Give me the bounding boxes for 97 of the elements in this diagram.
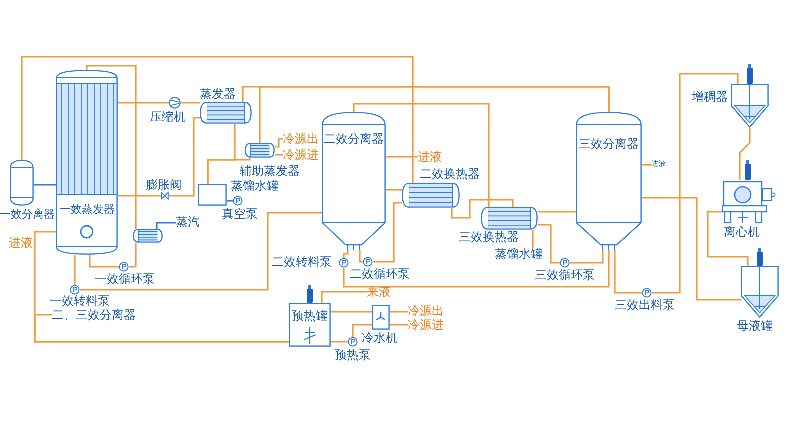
- pipe-line: [707, 211, 749, 266]
- equipment-label: 一效蒸发器: [60, 205, 115, 216]
- equipment-label: 辅助蒸发器: [240, 165, 300, 177]
- pipe-line: [532, 230, 534, 248]
- pump-symbol: [119, 262, 129, 272]
- pipe-line: [538, 211, 576, 213]
- pipe-line: [275, 138, 283, 148]
- pipe-line: [181, 102, 200, 104]
- heat-exchanger: [245, 143, 275, 158]
- equipment-label: 三效循环泵: [535, 269, 595, 281]
- pipe-line: [373, 202, 402, 263]
- pump-symbol: [348, 337, 358, 347]
- valve-symbol: [161, 192, 169, 200]
- heat-exchanger: [402, 183, 460, 208]
- equipment-label: 母液罐: [737, 320, 773, 332]
- heat-exchanger: [133, 229, 163, 243]
- pipe-line: [80, 212, 322, 291]
- pump-symbol: [233, 196, 243, 206]
- pipe-line: [275, 154, 283, 156]
- pipe-line: [74, 255, 76, 285]
- equipment-label: 真空泵: [222, 208, 258, 220]
- pipe-line: [129, 243, 137, 268]
- edge-label: 进液: [9, 237, 33, 249]
- pipe-line: [386, 156, 418, 158]
- equipment-label: 蒸馏水罐: [231, 180, 279, 192]
- pump-symbol: [560, 258, 570, 268]
- equipment-label: 二效循环泵: [350, 268, 410, 280]
- pipe-line: [343, 250, 610, 288]
- pump-symbol: [642, 288, 652, 298]
- pipe-line: [642, 164, 652, 166]
- pump-symbol: [363, 257, 373, 267]
- equipment-label: 一效转料泵: [50, 295, 110, 307]
- pipe-line: [570, 250, 604, 264]
- separator-vessel: [10, 160, 34, 206]
- pipe-line: [156, 222, 176, 229]
- equipment-label: 三效分离器: [579, 138, 639, 150]
- pipe-line: [390, 311, 408, 313]
- equipment-label: 压缩机: [150, 111, 186, 123]
- stream-label: 冷源出: [283, 133, 319, 145]
- pipe-line: [86, 65, 137, 229]
- pipe-line: [169, 117, 200, 197]
- compressor-symbol: [169, 97, 181, 109]
- pipe-line: [614, 250, 642, 294]
- pipe-line: [118, 102, 169, 104]
- pipe-line: [89, 255, 119, 268]
- equipment-label: 二效转料泵: [272, 256, 332, 268]
- pump-symbol: [339, 258, 349, 268]
- chiller-box: [372, 305, 390, 330]
- equipment-label: 三效出料泵: [615, 299, 675, 311]
- pipe-line: [538, 224, 560, 264]
- equipment-label: 冷水机: [362, 332, 398, 344]
- storage-tank: [741, 266, 779, 318]
- stream-label: 来液: [367, 286, 391, 298]
- pipe-line: [652, 73, 739, 294]
- equipment-label: 蒸发器: [200, 88, 236, 100]
- pipe-line: [451, 199, 514, 219]
- equipment-label: 离心机: [724, 226, 760, 238]
- equipment-label: 膨胀阀: [146, 179, 182, 191]
- pipe-line: [321, 291, 367, 303]
- heat-exchanger: [481, 207, 538, 230]
- equipment-label: 一效分离器: [0, 209, 55, 220]
- equipment-label: 二效换热器: [420, 168, 480, 180]
- pipe-line: [34, 184, 56, 186]
- pipe-line: [343, 250, 349, 258]
- pipe-line: [642, 197, 741, 301]
- equipment-label: 增稠器: [692, 91, 728, 103]
- pipe-line: [227, 200, 233, 202]
- pipe-line: [21, 56, 414, 183]
- pipe-line: [352, 324, 372, 337]
- equipment-label: 二效分离器: [324, 133, 384, 145]
- thickener-tank: [731, 84, 769, 128]
- stream-label: 二、三效分离器: [52, 309, 136, 321]
- pipe-line: [390, 324, 408, 326]
- equipment-label: 预热泵: [335, 349, 371, 361]
- stream-label: 蒸汽: [176, 216, 200, 228]
- tank-box: [198, 184, 227, 206]
- stream-label: 冷源进: [283, 149, 319, 161]
- stream-label: 冷源进: [408, 319, 444, 331]
- equipment-label: 预热罐: [292, 310, 328, 322]
- pump-symbol: [70, 285, 80, 295]
- pipe-line: [331, 311, 372, 313]
- stream-label: 蒸馏水罐: [495, 248, 543, 260]
- equipment-label: 一效循环泵: [95, 273, 155, 285]
- pipe-line: [353, 103, 490, 207]
- pipe-line: [739, 128, 751, 180]
- stream-label: 进液: [418, 151, 442, 163]
- equipment-label: 三效换热器: [459, 231, 519, 243]
- pipe-line: [118, 195, 161, 197]
- pipe-line: [386, 189, 402, 191]
- pipe-line: [259, 86, 610, 143]
- centrifuge-drawing: [722, 180, 776, 224]
- pipe-line: [359, 250, 363, 263]
- pipe-line: [331, 341, 348, 343]
- pipe-line: [34, 314, 289, 343]
- pipe-line: [207, 158, 251, 184]
- stream-label: 冷源出: [408, 305, 444, 317]
- heat-exchanger: [200, 102, 252, 124]
